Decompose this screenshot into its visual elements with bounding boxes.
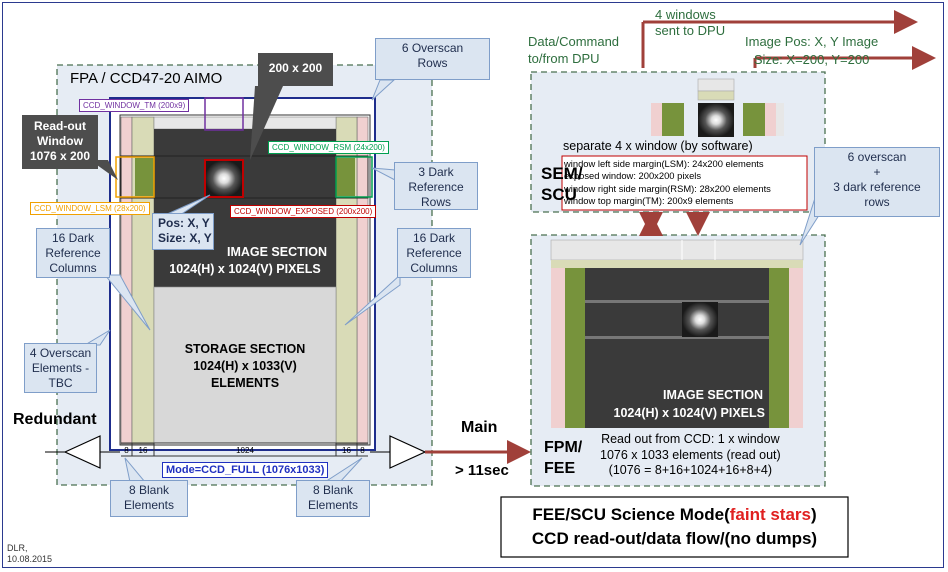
sem-window-list: window left side margin(LSM): 24x200 ele…	[564, 158, 771, 206]
tm-window	[204, 97, 244, 131]
exposed-window	[204, 159, 244, 198]
fpa-image-section-title: IMAGE SECTION	[226, 245, 327, 259]
mode-summary-box	[500, 496, 849, 558]
main-time: > 11sec	[455, 462, 509, 479]
callout-200x200: 200 x 200	[258, 53, 333, 86]
scale-16-right: 16	[342, 446, 351, 455]
scale-8-right: 8	[360, 446, 365, 455]
fpa-title: FPA / CCD47-20 AIMO	[70, 70, 223, 87]
sem-separate-label: separate 4 x window (by software)	[563, 139, 753, 153]
main-label: Main	[461, 419, 498, 436]
ccd-window-exposed-label: CCD_WINDOW_EXPOSED (200x200)	[230, 205, 377, 218]
footer-org-date: DLR,10.08.2015	[7, 543, 53, 564]
fpa-image-section-size: 1024(H) x 1024(V) PIXELS	[169, 262, 321, 276]
star-exposed	[205, 160, 243, 197]
ccd-window-tm-label: CCD_WINDOW_TM (200x9)	[79, 99, 190, 112]
scale-1024: 1024	[236, 446, 254, 455]
rsm-window	[335, 156, 373, 198]
scale-16-left: 16	[138, 446, 148, 455]
scale-8-left: 8	[124, 446, 129, 455]
ccd-window-lsm-label: CCD_WINDOW_LSM (28x200)	[30, 202, 150, 215]
redundant-label: Redundant	[13, 411, 97, 428]
fpm-fee-label: FPM/FEE	[544, 439, 583, 477]
mode-ccd-full-label: Mode=CCD_FULL (1076x1033)	[162, 462, 329, 478]
sem-scu-label: SEM/SCU	[541, 164, 583, 204]
ccd-window-rsm-label: CCD_WINDOW_RSM (24x200)	[268, 141, 389, 154]
mode-summary-text: FEE/SCU Science Mode(faint stars) CCD re…	[531, 505, 818, 548]
